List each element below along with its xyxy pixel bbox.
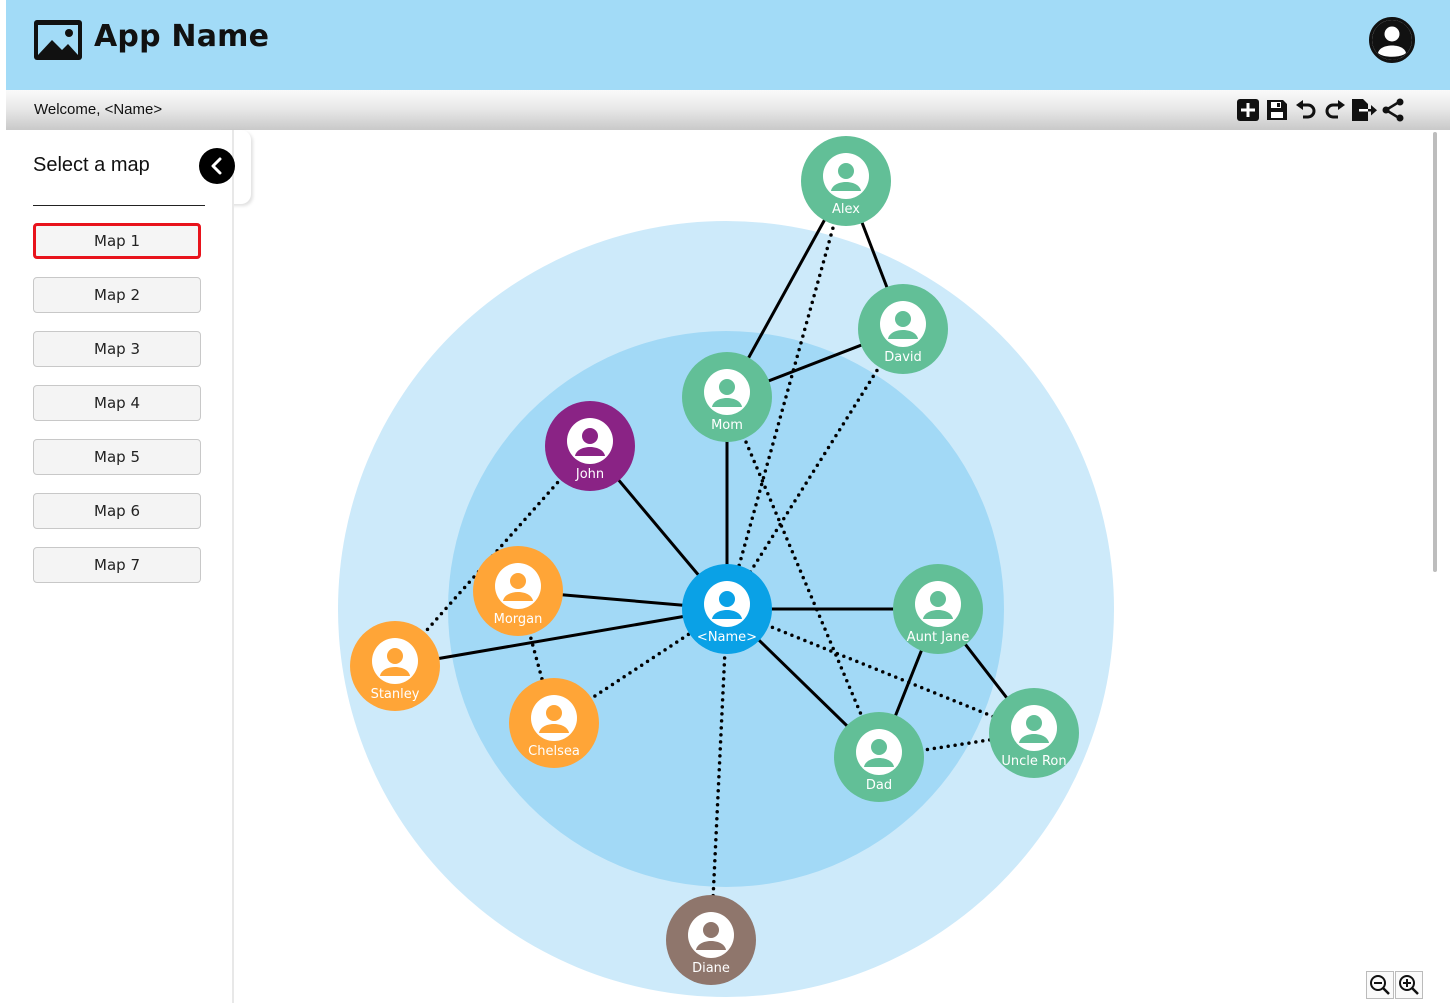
node-label: Alex: [832, 202, 860, 217]
save-button[interactable]: [1263, 97, 1290, 123]
share-button[interactable]: [1379, 97, 1406, 123]
node-label: Chelsea: [528, 744, 580, 759]
undo-button[interactable]: [1292, 97, 1319, 123]
map-item-5[interactable]: Map 5: [33, 439, 201, 475]
redo-icon: [1325, 100, 1345, 119]
redo-button[interactable]: [1321, 97, 1348, 123]
toolbar: [1234, 97, 1406, 123]
node-label: Diane: [692, 961, 730, 976]
image-icon: [34, 20, 82, 60]
node-auntjane[interactable]: Aunt Jane: [893, 564, 983, 654]
export-icon: [1351, 99, 1377, 121]
edge-david-name: [725, 327, 905, 611]
node-uncleron[interactable]: Uncle Ron: [989, 688, 1079, 778]
map-item-3[interactable]: Map 3: [33, 331, 201, 367]
node-name[interactable]: <Name>: [682, 564, 772, 654]
node-label: Dad: [866, 778, 892, 793]
node-label: Aunt Jane: [907, 630, 970, 645]
welcome-text: Welcome, <Name>: [34, 101, 163, 118]
person-icon: [880, 301, 926, 347]
node-morgan[interactable]: Morgan: [473, 546, 563, 636]
sidebar-divider: [33, 205, 205, 206]
node-mom[interactable]: Mom: [682, 352, 772, 442]
chevron-left-icon: [211, 157, 222, 175]
node-label: Uncle Ron: [1001, 754, 1066, 769]
node-john[interactable]: John: [545, 401, 635, 491]
edge-alex-name: [725, 179, 848, 611]
node-david[interactable]: David: [858, 284, 948, 374]
edge-stanley-name: [394, 607, 728, 668]
window-edge: [0, 0, 6, 1003]
person-icon: [688, 912, 734, 958]
node-stanley[interactable]: Stanley: [350, 621, 440, 711]
edge-mom-dad: [725, 395, 881, 759]
map-item-1[interactable]: Map 1: [33, 223, 201, 259]
vertical-scrollbar[interactable]: [1433, 132, 1437, 572]
map-item-6[interactable]: Map 6: [33, 493, 201, 529]
person-icon: [704, 581, 750, 627]
app-header: App Name: [6, 0, 1450, 90]
app-name: App Name: [94, 19, 270, 54]
user-circle-icon[interactable]: [1369, 17, 1415, 63]
person-icon: [567, 418, 613, 464]
person-icon: [1011, 705, 1057, 751]
person-icon: [915, 581, 961, 627]
zoom-out-icon: [1370, 975, 1390, 995]
node-label: Morgan: [494, 612, 543, 627]
nodes-layer: <Name> AlexDavidMomJohnMorganStanleyChels…: [350, 136, 1079, 985]
add-icon: [1236, 99, 1259, 121]
node-chelsea[interactable]: Chelsea: [509, 678, 599, 768]
map-item-4[interactable]: Map 4: [33, 385, 201, 421]
zoom-in-icon: [1399, 975, 1419, 995]
collapse-sidebar-button[interactable]: [199, 148, 235, 184]
node-label: Stanley: [371, 687, 420, 702]
sidebar-title: Select a map: [33, 154, 150, 176]
node-label: <Name>: [697, 630, 757, 645]
person-icon: [856, 729, 902, 775]
map-sidebar: Select a map Map 1 Map 2 Map 3 Map 4 Map…: [6, 130, 235, 1003]
edge-name-uncleron: [725, 607, 1036, 735]
node-diane[interactable]: Diane: [666, 895, 756, 985]
node-label: Mom: [711, 418, 743, 433]
edge-name-diane: [709, 607, 729, 942]
node-label: John: [575, 467, 604, 482]
map-item-7[interactable]: Map 7: [33, 547, 201, 583]
sub-toolbar: Welcome, <Name>: [6, 90, 1450, 130]
person-icon: [372, 638, 418, 684]
node-dad[interactable]: Dad: [834, 712, 924, 802]
export-button[interactable]: [1350, 97, 1377, 123]
map-item-2[interactable]: Map 2: [33, 277, 201, 313]
share-icon: [1382, 98, 1403, 122]
person-icon: [495, 563, 541, 609]
edge-morgan-chelsea: [516, 589, 556, 725]
add-button[interactable]: [1234, 97, 1261, 123]
zoom-in-button[interactable]: [1395, 971, 1423, 999]
node-label: David: [884, 350, 922, 365]
person-icon: [704, 369, 750, 415]
person-icon: [531, 695, 577, 741]
map-list: Map 1 Map 2 Map 3 Map 4 Map 5 Map 6 Map …: [33, 223, 201, 601]
zoom-out-button[interactable]: [1366, 971, 1394, 999]
edge-dad-uncleron: [877, 731, 1036, 759]
undo-icon: [1295, 100, 1315, 119]
node-alex[interactable]: Alex: [801, 136, 891, 226]
save-icon: [1266, 100, 1287, 120]
person-icon: [823, 153, 869, 199]
